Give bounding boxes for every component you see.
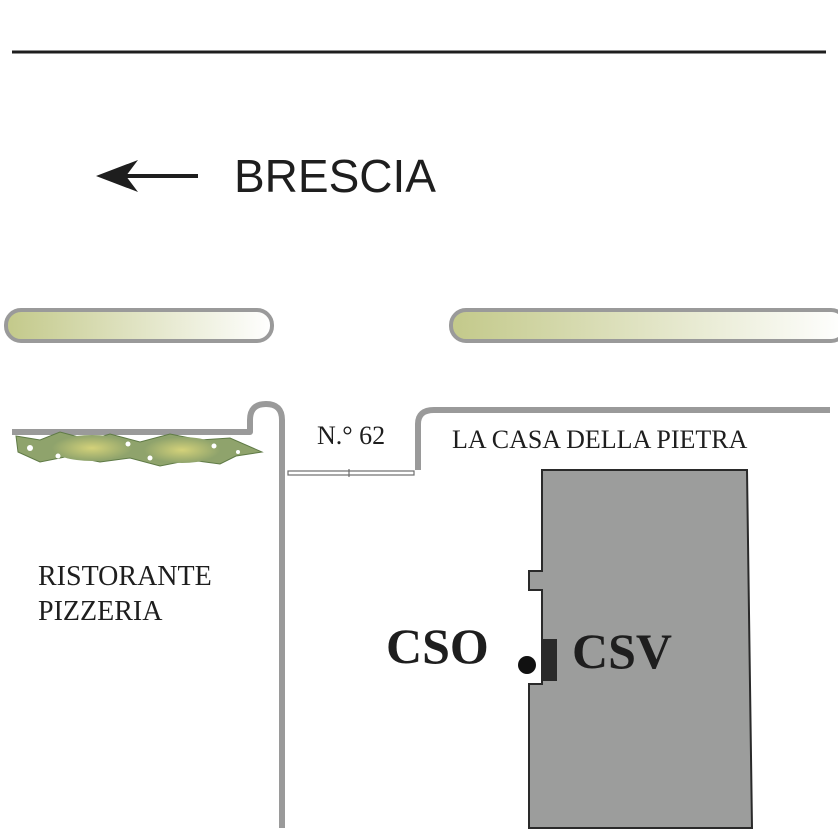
- median-right: [449, 308, 838, 343]
- casa-della-pietra-label: LA CASA DELLA PIETRA: [452, 425, 748, 454]
- csv-label: CSV: [572, 623, 672, 679]
- building-door: [541, 639, 557, 681]
- road-right-curb: [415, 407, 830, 470]
- arrow-left-icon: [96, 160, 198, 192]
- median-left: [4, 308, 274, 343]
- location-dot-icon: [518, 656, 536, 674]
- ristorante-label: RISTORANTE: [38, 561, 212, 592]
- hedge: [15, 431, 264, 467]
- entrance-number-label: N.° 62: [317, 421, 385, 450]
- road-left-curb: [12, 401, 285, 828]
- entrance-gate: [287, 469, 415, 477]
- direction-label: BRESCIA: [234, 150, 436, 202]
- cso-label: CSO: [386, 618, 489, 674]
- pizzeria-label: PIZZERIA: [38, 596, 163, 627]
- building-csv: [528, 469, 754, 829]
